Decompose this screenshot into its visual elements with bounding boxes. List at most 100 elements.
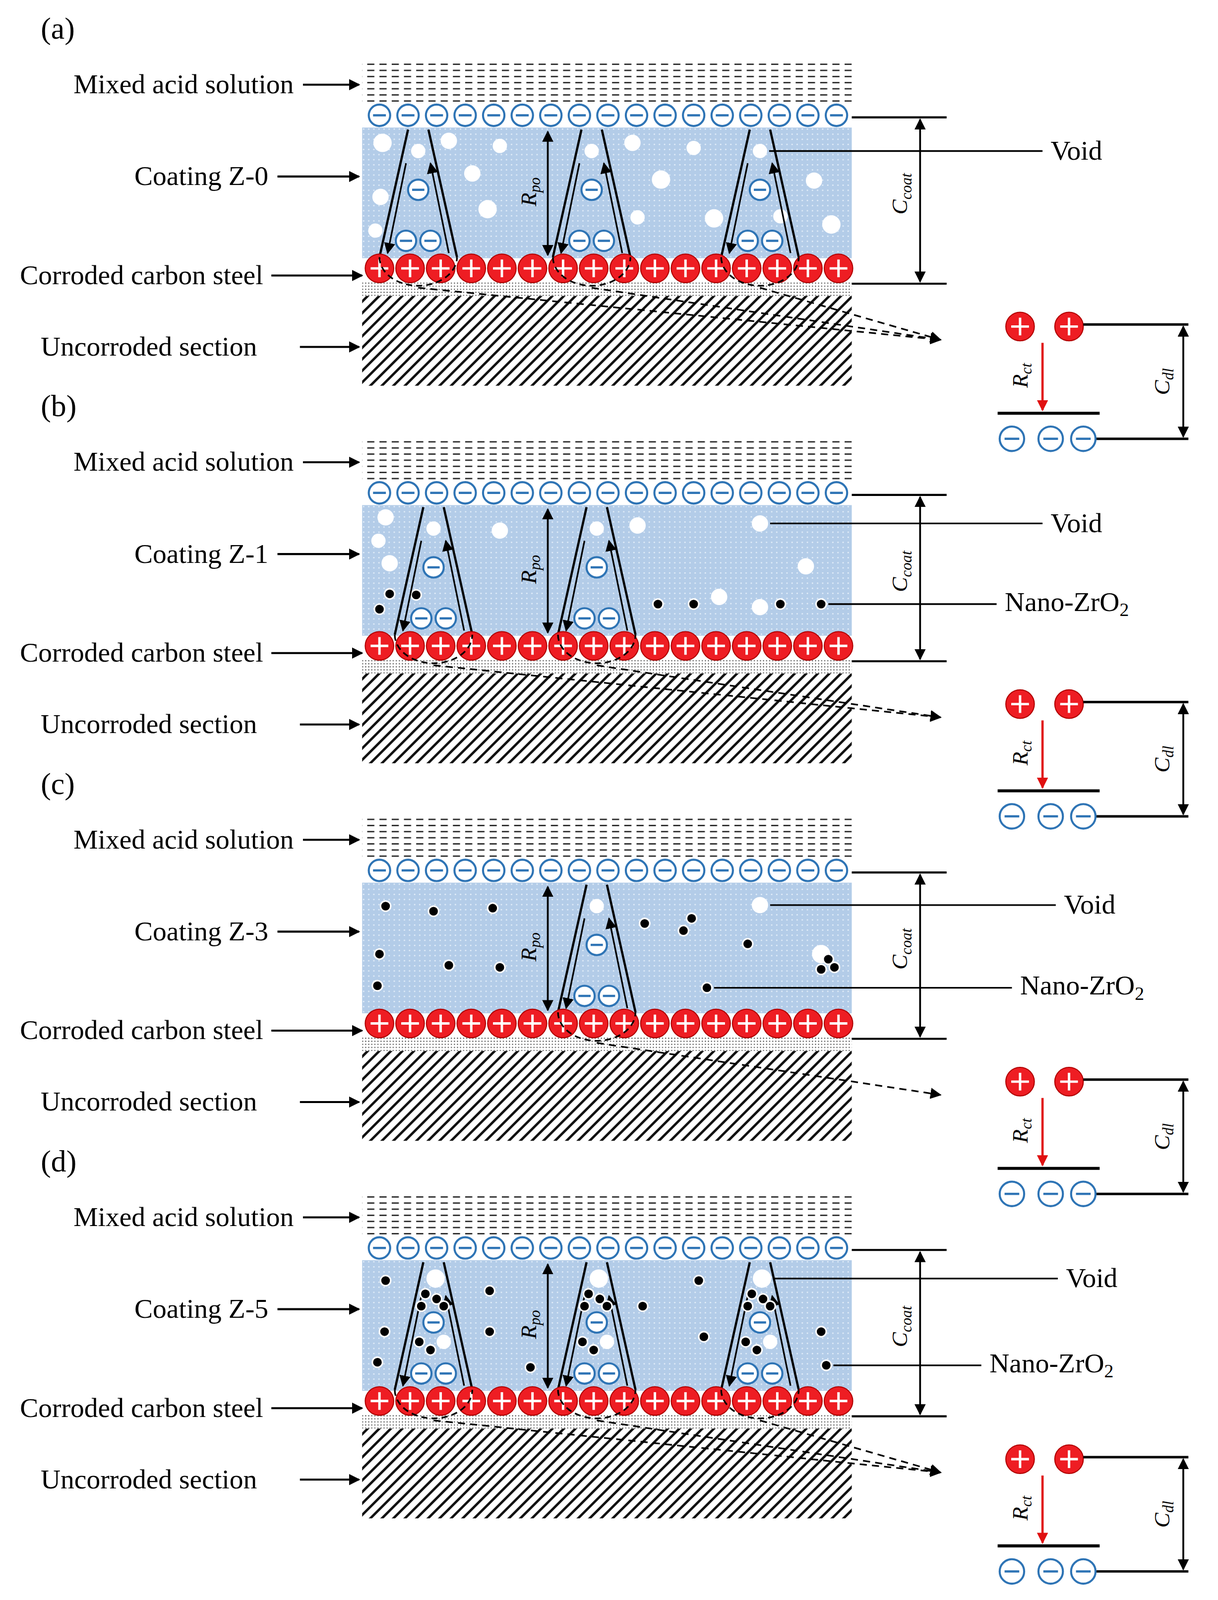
minus-sign [1004,1570,1020,1573]
cation-symbol [365,631,394,661]
capacitance-label: Ccoat [888,1305,915,1347]
void-circle [651,170,670,189]
anion-symbol [397,482,419,504]
label-text: C [1149,1135,1175,1151]
cation-circle [518,1009,548,1038]
dimension-arrow [1182,326,1185,437]
cation-symbol [365,1009,394,1038]
anion-circle [1071,1181,1096,1206]
anion-symbol [368,1237,391,1259]
anion-symbol [408,179,429,200]
anion-circle [586,934,608,956]
plus-sign [653,1014,657,1033]
cation-circle [824,253,853,283]
cation-circle [426,631,456,661]
cation-symbol [640,1009,670,1038]
zro2-particle [380,1275,391,1286]
minus-sign [1043,437,1059,440]
cation-circle [487,1009,517,1038]
anion-circle [654,1237,676,1259]
anion-symbol [483,482,505,504]
cation-circle [579,631,609,661]
cation-circle [548,1386,578,1416]
minus-sign [1076,815,1092,818]
plus-sign [1018,1450,1022,1468]
label-text: R [515,570,542,585]
minus-sign [515,1246,529,1250]
minus-sign [458,491,472,494]
layer-label: Uncorroded section [40,1088,257,1116]
attack-zone-arc [557,1012,636,1041]
anion-symbol [796,104,819,126]
dimension-arrow [918,496,921,660]
minus-sign [578,617,591,620]
minus-sign [773,114,787,117]
cation-circle [763,631,792,661]
subscript-text: dl [1160,745,1177,758]
zro2-particle [742,1300,753,1312]
minus-sign [658,1246,672,1250]
label-text: Nano-ZrO [1020,970,1135,1001]
subscript-text: coat [898,1305,915,1333]
anion-circle [511,104,534,126]
void-circle [464,165,481,182]
anion-circle [999,803,1025,829]
cation-circle [456,1009,486,1038]
cation-circle [487,253,517,283]
cation-symbol [1054,689,1084,719]
plus-sign [408,636,412,655]
panel-letter: (b) [40,390,77,422]
anion-circle [540,104,562,126]
anion-symbol [654,482,676,504]
attack-zone-arc [394,634,473,664]
cation-circle [640,1009,670,1038]
void-circle [822,215,841,234]
anion-circle [511,1237,534,1259]
minus-sign [590,566,604,569]
anion-circle [397,104,419,126]
cation-symbol [701,1386,731,1416]
anion-symbol [825,859,848,881]
cation-circle [395,253,425,283]
label-text: Coating Z-1 [134,538,269,569]
layer-label: Coating Z-0 [134,162,269,191]
cation-symbol [487,1009,517,1038]
minus-sign [515,491,529,494]
zro2-particle [420,1288,431,1299]
zro2-particle [374,604,385,615]
cation-symbol [518,631,548,661]
void-circle [411,143,426,159]
resistance-label: Rpo [517,1309,544,1339]
anion-circle [825,104,848,126]
cation-symbol [670,1386,700,1416]
plus-sign [714,259,718,278]
subscript-text: ct [1018,1495,1036,1507]
anion-circle [654,482,676,504]
anion-symbol [454,859,476,881]
cation-circle [640,1386,670,1416]
minus-sign [715,1246,729,1250]
pointer-arrow [300,723,360,726]
cation-symbol [732,1009,762,1038]
cation-symbol [609,631,639,661]
anion-symbol [737,230,758,251]
layer-label: Mixed acid solution [73,70,294,99]
minus-sign [773,1246,787,1250]
minus-sign [544,869,558,872]
dimension-arrow [1182,1081,1185,1192]
anion-circle [593,230,614,251]
minus-sign [415,617,428,620]
zro2-particle [374,948,385,960]
pointer-arrow [303,461,360,464]
void-circle [368,223,383,239]
anion-symbol [796,482,819,504]
dimension-arrow [547,886,549,1011]
minus-sign [1004,1192,1020,1196]
plus-sign [837,1014,840,1033]
anion-circle [739,1237,762,1259]
attack-zone-arc [721,256,799,286]
anion-symbol [999,1559,1025,1584]
cation-circle [1054,1444,1084,1474]
resistance-label: Rct [1009,740,1036,766]
cation-symbol [579,253,609,283]
